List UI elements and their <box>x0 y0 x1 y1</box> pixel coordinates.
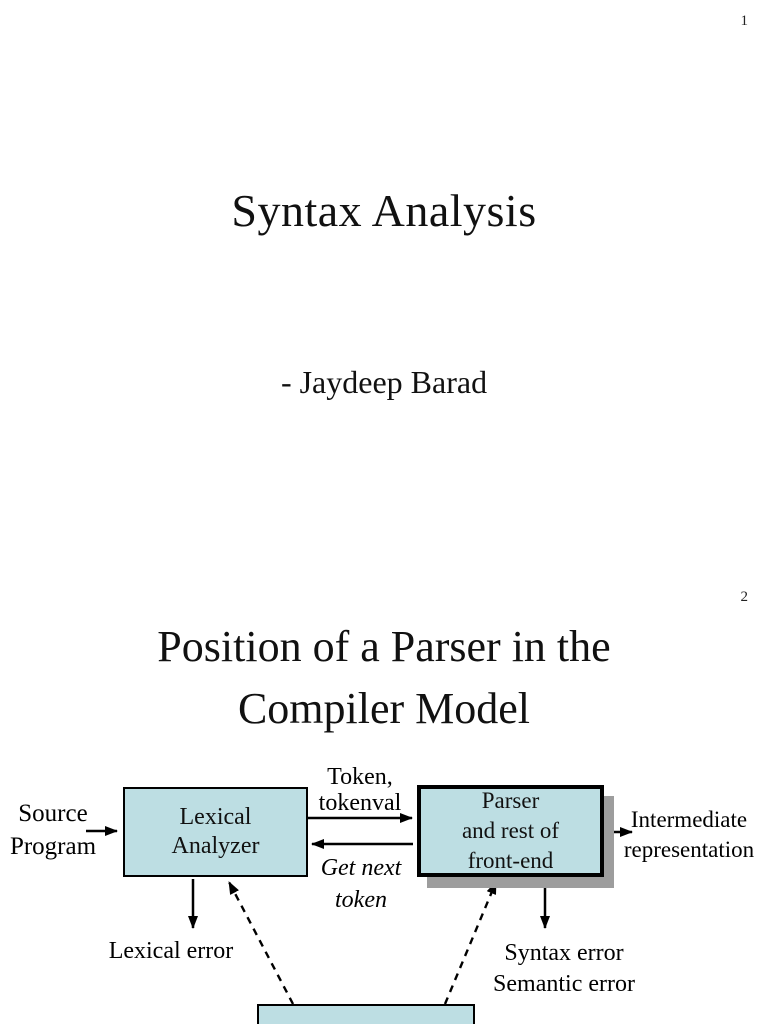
page-number-2: 2 <box>740 589 749 605</box>
parser-box: Parser and rest of front-end <box>417 785 604 877</box>
dashed-arrow-symtab-to-lexical <box>227 881 295 1005</box>
author-line: - Jaydeep Barad <box>280 364 488 400</box>
diagram-arrows-layer <box>86 813 633 1005</box>
symbol-table-box <box>257 1004 475 1024</box>
slide2-title: Position of a Parser in the Compiler Mod… <box>157 622 611 733</box>
dashed-arrow-symtab-to-parser <box>443 881 498 1005</box>
lexical-error-label: Lexical error <box>108 938 234 964</box>
slide-2: 2 Position of a Parser in the Compiler M… <box>0 576 768 1024</box>
get-next-token-label: Get next token <box>320 855 402 913</box>
page-number-1: 1 <box>740 13 749 29</box>
token-tokenval-label: Token, tokenval <box>318 764 402 816</box>
slide-1: 1 Syntax Analysis - Jaydeep Barad <box>231 13 749 400</box>
slide1-title: Syntax Analysis <box>231 185 537 236</box>
lexical-analyzer-box: Lexical Analyzer <box>123 787 308 877</box>
source-program-label: Source Program <box>9 800 97 860</box>
compiler-diagram: Lexical Analyzer Parser and rest of fron… <box>0 576 768 1024</box>
syntax-semantic-error-label: Syntax error Semantic error <box>493 940 635 997</box>
intermediate-representation-label: Intermediate representation <box>623 807 755 862</box>
